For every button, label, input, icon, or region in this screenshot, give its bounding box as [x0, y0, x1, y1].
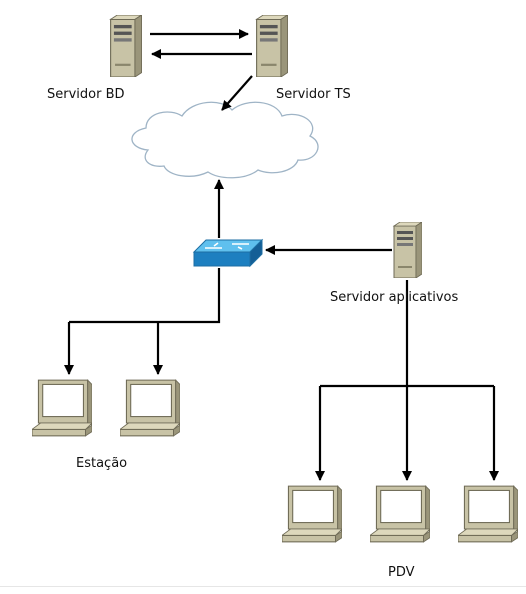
pdv-monitor-1-icon: [282, 485, 342, 543]
servidor-ts-icon: [256, 15, 288, 77]
cloud-icon: [131, 101, 319, 179]
servidor-aplicativos-label: Servidor aplicativos: [330, 290, 459, 305]
estacao-monitor-2-icon: [120, 379, 180, 437]
servidor-bd-label: Servidor BD: [47, 87, 125, 102]
servidor-aplicativos-icon: [393, 222, 422, 278]
switch-branch-line: [69, 268, 221, 324]
pdv-monitor-3-icon: [458, 485, 518, 543]
divider: [0, 586, 526, 587]
network-switch-icon: [192, 238, 264, 268]
servidor-bd-icon: [110, 15, 142, 77]
ts-to-cloud-arrow: [221, 75, 253, 111]
servidor-ts-label: Servidor TS: [276, 87, 351, 102]
pdv-label: PDV: [388, 565, 415, 580]
estacao-monitor-1-icon: [32, 379, 92, 437]
estacao-label: Estação: [76, 456, 128, 471]
pdv-monitor-2-icon: [370, 485, 430, 543]
